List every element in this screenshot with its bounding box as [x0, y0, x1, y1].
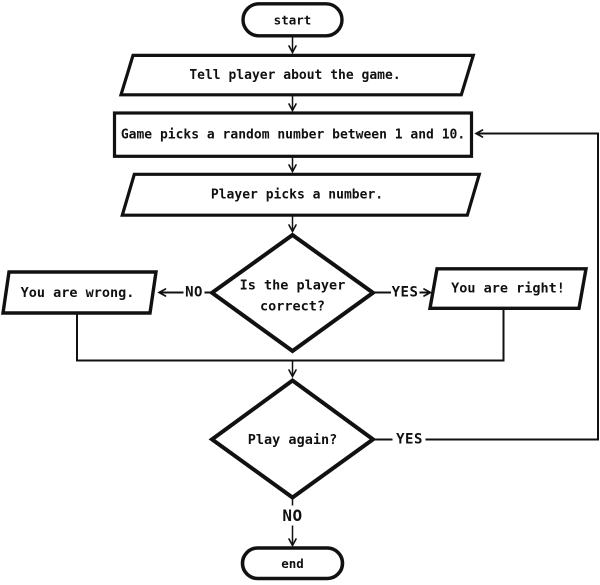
io-shape-player-picks [120, 172, 482, 217]
node-pick-random-label: Game picks a random number between 1 and… [121, 127, 465, 142]
decision-shape-is-correct [208, 232, 377, 354]
terminator-shape-start [241, 2, 344, 38]
node-is-correct-label-line1: Is the player [240, 278, 346, 294]
edges [76, 36, 599, 546]
decision-shape-play-again [208, 378, 377, 500]
io-shape-you-right [427, 267, 589, 310]
node-you-wrong-label: You are wrong. [21, 285, 135, 301]
label-again-yes: YES [396, 432, 423, 448]
node-end-label: end [281, 556, 304, 571]
node-you-right: You are right! [427, 267, 589, 310]
edge-converge-line [76, 306, 505, 362]
label-again-no: NO [282, 506, 302, 525]
io-shape-tell-player [118, 53, 476, 97]
node-start: start [241, 2, 344, 38]
node-you-wrong: You are wrong. [1, 270, 158, 315]
node-player-picks: Player picks a number. [120, 172, 482, 217]
process-shape-pick-random [112, 111, 474, 158]
edge-labels: NO YES YES NO [185, 285, 423, 526]
label-correct-no: NO [185, 285, 203, 301]
node-player-picks-label: Player picks a number. [211, 188, 383, 203]
node-play-again-label: Play again? [248, 432, 337, 448]
label-correct-yes: YES [392, 285, 419, 301]
node-you-right-label: You are right! [451, 281, 565, 297]
terminator-shape-end [240, 546, 345, 581]
node-start-label: start [274, 13, 312, 28]
node-play-again: Play again? [208, 378, 377, 500]
node-is-correct: Is the player correct? [208, 232, 377, 354]
node-tell-player-label: Tell player about the game. [189, 68, 400, 83]
node-is-correct-label-line2: correct? [260, 299, 325, 315]
node-pick-random: Game picks a random number between 1 and… [112, 111, 474, 158]
edge-again-yes-loop [425, 134, 599, 441]
node-end: end [240, 546, 345, 581]
io-shape-you-wrong [1, 270, 158, 315]
node-tell-player: Tell player about the game. [118, 53, 476, 97]
